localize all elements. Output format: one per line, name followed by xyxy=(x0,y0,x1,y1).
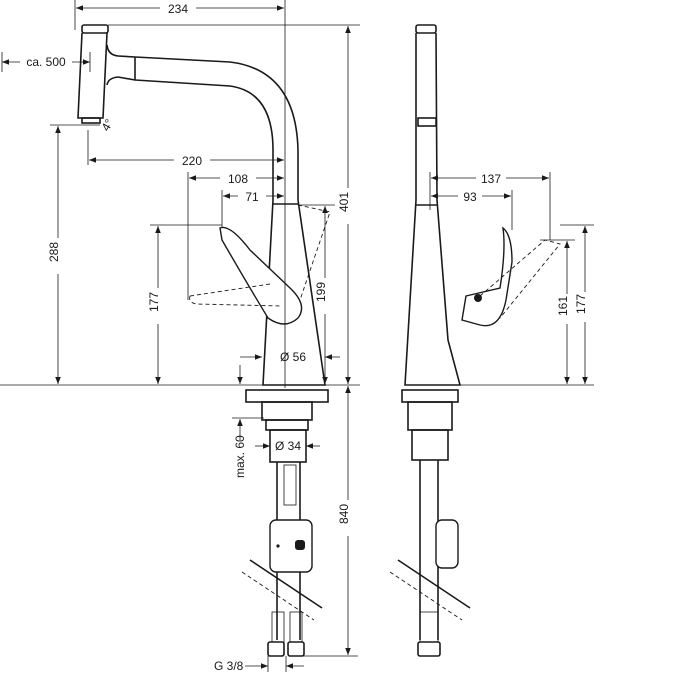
dim-body-height: 199 xyxy=(314,282,328,302)
dim-base-diameter: Ø 56 xyxy=(280,350,306,364)
mounting-assembly xyxy=(241,389,329,657)
dim-spray-angle: 4° xyxy=(98,116,116,133)
dim-side-lever-reach: 93 xyxy=(463,190,477,204)
front-view xyxy=(77,24,331,657)
dim-side-lever-reach-open: 137 xyxy=(481,172,501,186)
dim-hole-diameter: Ø 34 xyxy=(275,439,301,453)
dim-spout-height: 288 xyxy=(47,242,61,262)
dim-connection-thread: G 3/8 xyxy=(214,659,244,673)
dimension-labels: 234 ca. 500 4° 220 108 71 288 177 199 40… xyxy=(26,1,593,673)
dim-max-deck-thickness: max. 60 xyxy=(233,435,247,478)
dim-total-height: 401 xyxy=(337,192,351,212)
dim-side-lever-height: 161 xyxy=(556,296,570,316)
lever xyxy=(219,226,303,325)
dim-spout-reach: 220 xyxy=(182,154,202,168)
spout-arm xyxy=(117,55,299,200)
dim-side-lever-height-open: 177 xyxy=(574,294,588,314)
dim-total-reach: 234 xyxy=(168,2,188,16)
dim-hose-length: 840 xyxy=(337,504,351,524)
side-lever-open-dashed xyxy=(479,239,561,319)
side-lever xyxy=(461,226,513,327)
spray-head xyxy=(77,24,119,124)
side-view xyxy=(389,24,561,657)
dim-hose-extension: ca. 500 xyxy=(26,55,66,69)
lever-open-dashed xyxy=(189,204,331,307)
dim-lever-height: 177 xyxy=(147,292,161,312)
dim-lever-reach: 71 xyxy=(245,190,259,204)
dim-lever-reach-open: 108 xyxy=(228,172,248,186)
